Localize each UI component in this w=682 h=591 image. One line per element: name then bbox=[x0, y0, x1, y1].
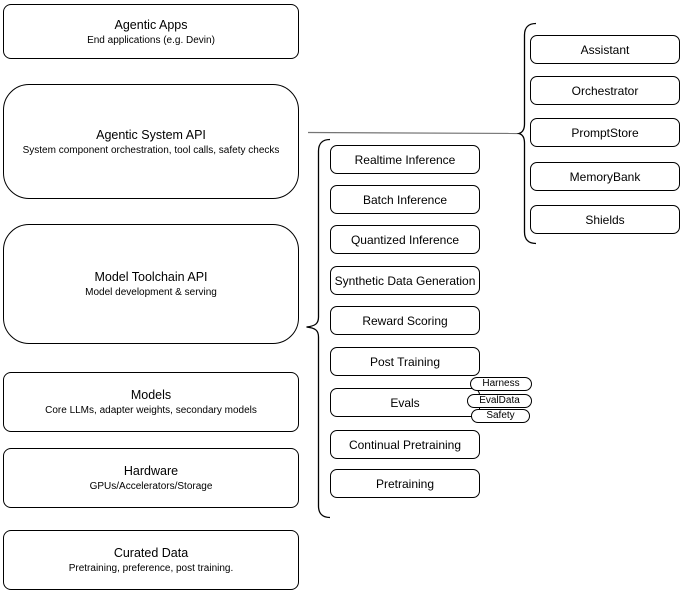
box-curated-data-title: Curated Data bbox=[113, 546, 189, 560]
tag-safety-label: Safety bbox=[486, 410, 515, 421]
node-quantized-inference: Quantized Inference bbox=[330, 225, 480, 254]
box-model-toolchain-api-subtitle: Model development & serving bbox=[85, 287, 217, 298]
box-agentic-apps: Agentic Apps End applications (e.g. Devi… bbox=[3, 4, 299, 59]
box-models-title: Models bbox=[130, 388, 172, 402]
node-post-training: Post Training bbox=[330, 347, 480, 376]
system-api-connector-line bbox=[307, 131, 520, 135]
box-agentic-system-api-subtitle: System component orchestration, tool cal… bbox=[22, 144, 280, 156]
node-orchestrator: Orchestrator bbox=[530, 76, 680, 105]
node-shields-label: Shields bbox=[585, 212, 625, 227]
box-hardware: Hardware GPUs/Accelerators/Storage bbox=[3, 448, 299, 508]
box-models-subtitle: Core LLMs, adapter weights, secondary mo… bbox=[45, 405, 257, 416]
box-agentic-apps-title: Agentic Apps bbox=[114, 17, 188, 32]
node-orchestrator-label: Orchestrator bbox=[571, 83, 639, 98]
node-batch-inference-label: Batch Inference bbox=[362, 192, 448, 207]
box-hardware-subtitle: GPUs/Accelerators/Storage bbox=[89, 481, 213, 492]
node-batch-inference: Batch Inference bbox=[330, 185, 480, 214]
box-model-toolchain-api-title: Model Toolchain API bbox=[94, 270, 208, 284]
node-memorybank-label: MemoryBank bbox=[569, 169, 641, 184]
tag-harness: Harness bbox=[470, 377, 532, 391]
node-assistant: Assistant bbox=[530, 35, 680, 64]
node-assistant-label: Assistant bbox=[580, 42, 630, 57]
node-promptstore-label: PromptStore bbox=[571, 125, 639, 140]
tag-harness-label: Harness bbox=[482, 378, 520, 389]
toolchain-brace bbox=[306, 138, 331, 519]
box-model-toolchain-api: Model Toolchain API Model development & … bbox=[3, 224, 299, 344]
box-curated-data-subtitle: Pretraining, preference, post training. bbox=[68, 563, 234, 574]
node-pretraining: Pretraining bbox=[330, 469, 480, 498]
box-agentic-apps-subtitle: End applications (e.g. Devin) bbox=[87, 34, 215, 46]
box-hardware-title: Hardware bbox=[123, 464, 179, 478]
node-continual-pretraining: Continual Pretraining bbox=[330, 430, 480, 459]
box-curated-data: Curated Data Pretraining, preference, po… bbox=[3, 530, 299, 590]
tag-safety: Safety bbox=[471, 409, 530, 423]
node-synthetic-data-generation: Synthetic Data Generation bbox=[330, 266, 480, 295]
node-evals-label: Evals bbox=[390, 395, 420, 410]
node-memorybank: MemoryBank bbox=[530, 162, 680, 191]
node-reward-scoring-label: Reward Scoring bbox=[362, 313, 448, 328]
node-realtime-inference: Realtime Inference bbox=[330, 145, 480, 174]
tag-evaldata: EvalData bbox=[467, 394, 532, 408]
node-pretraining-label: Pretraining bbox=[375, 476, 435, 491]
node-post-training-label: Post Training bbox=[369, 354, 441, 369]
box-models: Models Core LLMs, adapter weights, secon… bbox=[3, 372, 299, 432]
node-promptstore: PromptStore bbox=[530, 118, 680, 147]
box-agentic-system-api: Agentic System API System component orch… bbox=[3, 84, 299, 199]
node-shields: Shields bbox=[530, 205, 680, 234]
tag-evaldata-label: EvalData bbox=[479, 395, 520, 406]
node-realtime-inference-label: Realtime Inference bbox=[354, 152, 456, 167]
box-agentic-system-api-title: Agentic System API bbox=[96, 127, 206, 142]
node-reward-scoring: Reward Scoring bbox=[330, 306, 480, 335]
node-evals: Evals bbox=[330, 388, 480, 417]
node-quantized-inference-label: Quantized Inference bbox=[350, 232, 460, 247]
node-continual-pretraining-label: Continual Pretraining bbox=[348, 437, 462, 452]
node-synthetic-data-generation-label: Synthetic Data Generation bbox=[334, 273, 476, 288]
